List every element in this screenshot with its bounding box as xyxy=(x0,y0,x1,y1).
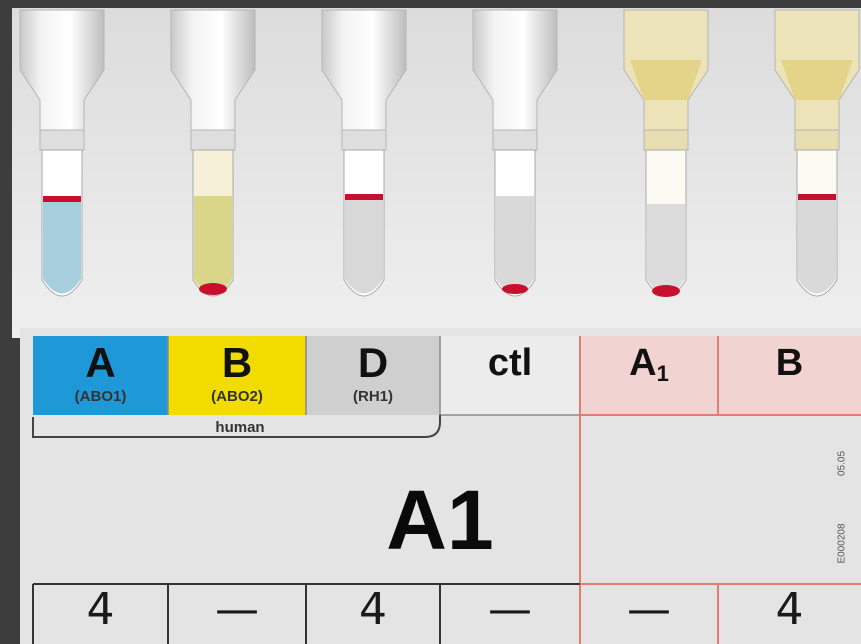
header-b2-letter: B xyxy=(775,342,804,384)
result-title: A1 xyxy=(386,473,494,567)
header-a-code: (ABO1) xyxy=(74,388,127,405)
header-a1-label: A1 xyxy=(580,344,718,385)
header-b-letter: B xyxy=(221,339,253,386)
result-b2: 4 xyxy=(775,584,804,635)
header-a1-letter: A xyxy=(629,342,657,384)
card-top xyxy=(12,8,861,338)
result-a1: — xyxy=(627,584,671,635)
header-d-letter: D xyxy=(357,339,389,386)
header-ctl-label: ctl xyxy=(487,342,533,384)
header-a1 xyxy=(580,336,718,415)
tube-6 xyxy=(774,9,860,297)
tube-2 xyxy=(170,9,256,297)
result-d: 4 xyxy=(359,584,387,635)
header-d xyxy=(306,336,440,415)
header-b xyxy=(168,336,306,415)
tube-4 xyxy=(472,9,558,297)
header-b2 xyxy=(718,336,861,415)
header-a xyxy=(33,336,168,415)
side-code-2: E000208 xyxy=(836,523,848,564)
tube-3 xyxy=(321,9,407,297)
header-a1-sub: 1 xyxy=(656,361,669,386)
group-label-human: human xyxy=(215,419,265,436)
header-b-code: (ABO2) xyxy=(211,388,263,405)
header-d-code: (RH1) xyxy=(353,388,393,405)
side-code-1: 05.05 xyxy=(836,450,848,477)
header-ctl xyxy=(440,336,580,415)
result-a: 4 xyxy=(86,584,115,635)
human-bracket xyxy=(32,415,441,438)
header-a-letter: A xyxy=(85,339,116,386)
result-b: — xyxy=(215,584,259,635)
tube-1 xyxy=(19,9,105,297)
tube-5 xyxy=(623,9,709,297)
result-ctl: — xyxy=(488,584,532,635)
